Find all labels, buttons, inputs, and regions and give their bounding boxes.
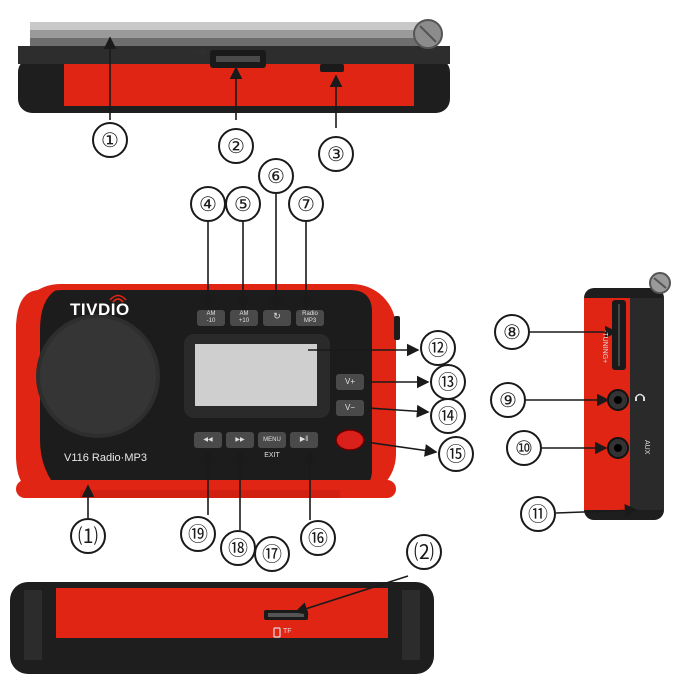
- prev-button: [194, 432, 222, 448]
- callout-17: ⑰: [254, 536, 290, 572]
- callout-14: ⑭: [430, 398, 466, 434]
- power-button: [335, 429, 365, 451]
- volume-down-button: [336, 400, 364, 416]
- radio-mp3-button: [296, 310, 324, 326]
- top-view-red-panel: [64, 64, 414, 106]
- am-plus-button: [230, 310, 258, 326]
- menu-label: MENU: [263, 437, 281, 443]
- callout-2: ②: [218, 128, 254, 164]
- menu-button: [258, 432, 286, 448]
- bottom-view: [10, 582, 434, 674]
- tuning-label: -TUNING+: [601, 330, 608, 364]
- bottom-red-panel: [56, 588, 388, 638]
- callout-10: ⑩: [506, 430, 542, 466]
- next-button: [226, 432, 254, 448]
- prev-icon: ◀◀: [203, 437, 213, 443]
- callout-16: ⑯: [300, 520, 336, 556]
- micro-usb-port: [320, 64, 344, 72]
- tf-card-icon: [273, 627, 281, 638]
- front-view: [16, 284, 400, 498]
- callout-13: ⑬: [430, 364, 466, 400]
- callout-15: ⑮: [438, 436, 474, 472]
- callout-21: ⑴: [70, 518, 106, 554]
- radio-mp3-line1: Radio: [302, 311, 318, 317]
- tf-label: TF: [283, 628, 292, 635]
- brand-logo: TIVDIO: [70, 300, 130, 319]
- am-minus-label: AM -10: [197, 311, 225, 325]
- volume-up-button: [336, 374, 364, 390]
- aux-label: AUX: [643, 440, 650, 455]
- am-minus-button: [197, 310, 225, 326]
- am-minus-line1: AM: [206, 311, 216, 317]
- am-plus-line1: AM: [239, 311, 249, 317]
- callout-7: ⑦: [288, 186, 324, 222]
- usb-label: USB: [192, 49, 207, 56]
- am-plus-line2: +10: [238, 318, 250, 324]
- radio-mp3-line2: MP3: [303, 318, 317, 324]
- callout-4: ④: [190, 186, 226, 222]
- repeat-icon: ↻: [273, 311, 281, 321]
- side-view: [584, 272, 671, 520]
- lcd-screen: [195, 344, 317, 406]
- radio-mp3-label: Radio MP3: [296, 311, 324, 325]
- leader-lines: [81, 36, 638, 615]
- exit-label: EXIT: [264, 452, 280, 459]
- repeat-button: [263, 310, 291, 326]
- play-pause-icon: ▶‖: [299, 436, 309, 443]
- callout-12: ⑫: [420, 330, 456, 366]
- callout-18: ⑱: [220, 530, 256, 566]
- volume-down-label: V−: [344, 403, 355, 412]
- next-icon: ▶▶: [235, 437, 245, 443]
- callout-22: ⑵: [406, 534, 442, 570]
- callout-19: ⑲: [180, 516, 216, 552]
- callout-3: ③: [318, 136, 354, 172]
- top-view: [18, 19, 450, 113]
- callout-8: ⑧: [494, 314, 530, 350]
- play-pause-button: [290, 432, 318, 448]
- callout-5: ⑤: [225, 186, 261, 222]
- volume-up-label: V+: [344, 377, 355, 386]
- callout-11: ⑪: [520, 496, 556, 532]
- am-minus-line2: -10: [206, 318, 216, 324]
- model-text: V116 Radio·MP3: [64, 452, 147, 464]
- callout-1: ①: [92, 122, 128, 158]
- am-plus-label: AM +10: [230, 311, 258, 325]
- callout-6: ⑥: [258, 158, 294, 194]
- callout-9: ⑨: [490, 382, 526, 418]
- headphone-icon: [635, 393, 645, 398]
